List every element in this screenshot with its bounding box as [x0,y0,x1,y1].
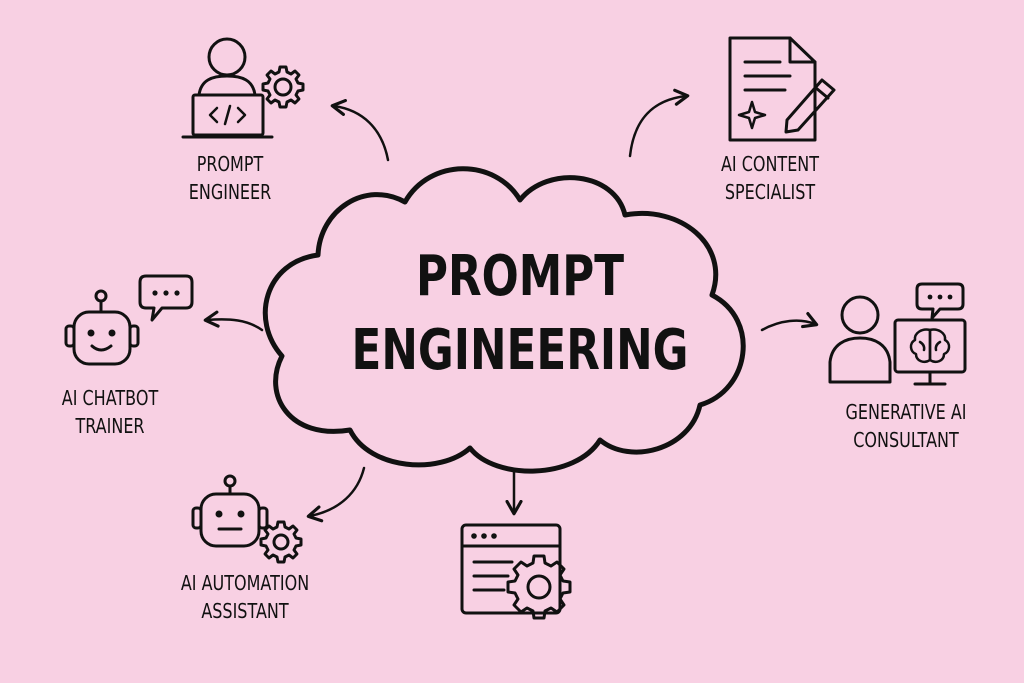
arrow-to-ai-automation-assistant [306,466,366,523]
hub-cloud-shape [262,166,746,474]
person-monitor-brain-icon [828,282,967,386]
browser-window-gear-icon [460,523,572,620]
role-label-line2: ASSISTANT [201,599,289,623]
hub-title-line2: ENGINEERING [351,318,689,383]
hub-title-line1: PROMPT [415,244,625,309]
person-laptop-gear-icon [181,37,305,139]
role-label-line1: AI CONTENT [720,152,820,176]
role-label-prompt-engineer: PROMPT ENGINEER [174,150,286,206]
arrow-to-prompt-engineer [330,98,390,162]
role-label-line2: CONSULTANT [853,428,959,452]
arrow-to-ai-content-specialist [628,88,690,158]
robot-chat-bubble-icon [64,274,194,366]
role-label-line2: TRAINER [75,414,145,438]
role-label-line2: SPECIALIST [724,180,816,204]
role-label-line1: GENERATIVE AI [845,400,967,424]
arrow-to-generative-ai-consultant [760,312,819,332]
role-label-line2: ENGINEER [188,180,272,204]
role-label-generative-ai-consultant: GENERATIVE AI CONSULTANT [826,398,986,454]
robot-gear-icon [191,474,303,564]
arrow-to-ai-chatbot-trainer [203,310,264,332]
role-label-ai-automation-assistant: AI AUTOMATION ASSISTANT [169,569,321,625]
role-label-line1: PROMPT [196,152,264,176]
role-label-line1: AI AUTOMATION [180,571,310,595]
role-label-ai-chatbot-trainer: AI CHATBOT TRAINER [46,384,174,440]
document-pencil-icon [728,36,836,142]
role-label-ai-content-specialist: AI CONTENT SPECIALIST [706,150,834,206]
role-label-line1: AI CHATBOT [61,386,159,410]
hub-title: PROMPT ENGINEERING [348,240,691,388]
